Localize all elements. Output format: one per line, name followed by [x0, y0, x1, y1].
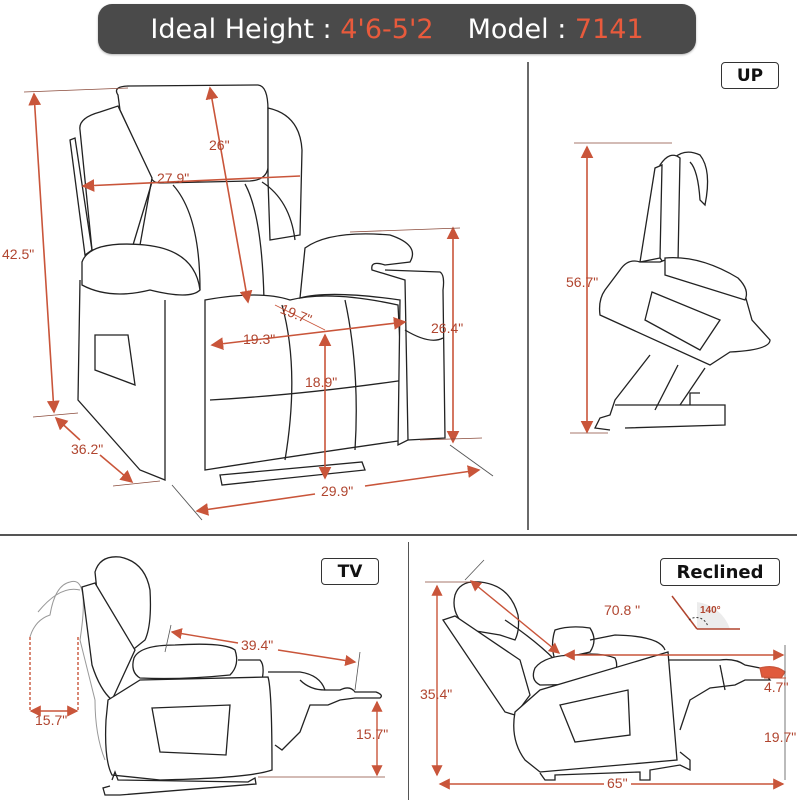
tv-view-chair	[29, 556, 382, 796]
up-view-chair	[594, 151, 771, 431]
dim-arm-height: 26.4"	[431, 320, 464, 336]
dim-back-height: 26"	[209, 137, 230, 153]
model-label: Model :	[467, 13, 567, 45]
ideal-height-group: Ideal Height : 4'6-5'2	[150, 14, 433, 45]
view-label-up: UP	[721, 62, 779, 89]
dim-width: 29.9"	[321, 483, 354, 499]
front-view-chair	[69, 84, 446, 486]
dim-footrest-extension: 4.7"	[764, 679, 789, 695]
dim-seat-width: 19.3"	[243, 331, 276, 347]
dim-depth: 36.2"	[71, 441, 104, 457]
dim-tv-footrest-height: 15.7"	[356, 726, 389, 742]
view-label-reclined: Reclined	[660, 558, 780, 586]
up-view-dimension-lines	[570, 142, 672, 434]
section-divider-vertical-bottom	[408, 542, 409, 800]
recline-angle-icon	[671, 595, 740, 630]
model-group: Model : 7141	[468, 14, 644, 45]
model-value: 7141	[574, 13, 644, 45]
dim-reclined-length: 70.8 "	[604, 602, 641, 618]
ideal-height-value: 4'6-5'2	[340, 13, 434, 45]
dim-seat-height: 18.9"	[305, 374, 338, 390]
dim-reclined-height: 35.4"	[420, 686, 453, 702]
section-divider-vertical-top	[527, 62, 529, 530]
section-divider-horizontal	[0, 534, 797, 536]
front-view-dimension-lines	[23, 86, 494, 521]
dim-arm-to-footrest: 39.4"	[241, 637, 274, 653]
recline-angle-label: 140°	[700, 605, 721, 616]
dim-total-length: 65"	[604, 776, 631, 790]
header-banner: Ideal Height : 4'6-5'2 Model : 7141	[98, 4, 696, 54]
dim-total-height: 42.5"	[2, 246, 35, 262]
ideal-height-label: Ideal Height :	[150, 13, 332, 45]
dim-reclined-footrest-height: 19.7"	[764, 729, 797, 745]
dim-lifted-height: 56.7"	[566, 274, 599, 290]
view-label-tv: TV	[321, 558, 379, 585]
dim-back-width: 27.9"	[157, 170, 190, 186]
dim-wall-clearance: 15.7"	[35, 712, 68, 728]
tv-view-dimension-lines	[29, 624, 385, 778]
